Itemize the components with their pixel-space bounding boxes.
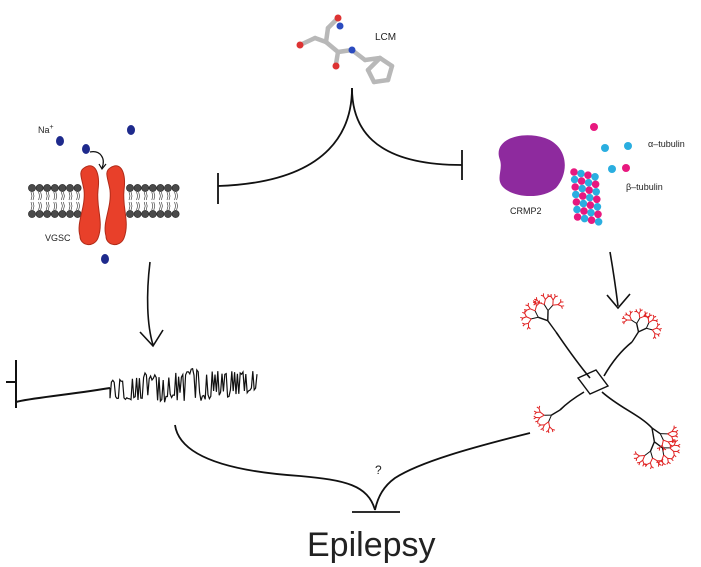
free-tubulin	[590, 123, 632, 173]
lacosamide-molecule-icon	[296, 14, 395, 85]
beta-tubulin-label: β–tubulin	[626, 182, 663, 192]
convergence-right	[374, 432, 531, 511]
convergence-left	[174, 424, 376, 511]
channel-label: VGSC	[45, 233, 71, 243]
crmp2-blob-icon	[498, 135, 565, 197]
sodium-label: Na+	[38, 124, 54, 135]
cell-membrane	[28, 184, 180, 218]
arrow-channel-to-trace	[139, 261, 164, 348]
inhibition-to-channel	[217, 87, 353, 187]
neuron-icon	[520, 293, 681, 470]
microtubule-icon	[570, 168, 603, 226]
sodium-channel-icon	[78, 151, 127, 245]
inhibition-to-crmp2	[351, 87, 463, 166]
sodium-ions	[56, 125, 135, 264]
unknown-link-label: ?	[375, 463, 382, 477]
drug-label: LCM	[375, 32, 396, 43]
epilepsy-label: Epilepsy	[307, 526, 436, 564]
alpha-tubulin-label: α–tubulin	[648, 139, 685, 149]
eeg-trace-icon	[6, 360, 258, 408]
arrow-tubulin-to-neuron	[606, 251, 631, 310]
protein-label: CRMP2	[510, 206, 542, 216]
